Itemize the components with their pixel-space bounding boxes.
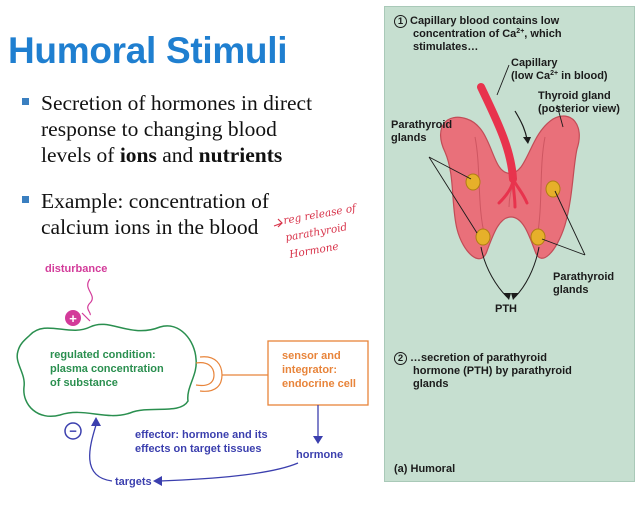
arrow-head-icon <box>511 293 519 300</box>
disturbance-squiggle <box>87 278 93 316</box>
step-number-badge: 1 <box>394 15 407 28</box>
step2-line: hormone (PTH) by parathyroid <box>413 365 572 377</box>
plus-sign-icon: + <box>65 310 81 326</box>
step-number-badge: 2 <box>394 352 407 365</box>
step2-text: 2…secretion of parathyroid hormone (PTH)… <box>394 352 629 390</box>
bullet-marker <box>22 196 29 203</box>
sensor-line-text: endocrine cell <box>282 378 356 390</box>
effector-label-line: effects on target tissues <box>135 443 262 455</box>
bullet-line: levels of ions and nutrients <box>41 142 371 168</box>
feedback-arrow <box>89 424 113 482</box>
sensor-integrator-box <box>267 340 369 406</box>
bullet-text: Example: concentration of calcium ions i… <box>41 188 371 240</box>
sensor-line-text: integrator: <box>282 364 337 376</box>
pointer-lines <box>428 64 586 256</box>
handwritten-note: reg release of parathyroid Hormone <box>273 202 359 261</box>
disturbance-arrow <box>81 312 91 322</box>
svg-text:−: − <box>69 424 77 439</box>
handwritten-line: reg release of <box>282 202 359 227</box>
sensor-connector <box>195 362 215 387</box>
svg-text:+: + <box>69 311 77 326</box>
bullet-item-secretion: Secretion of hormones in direct response… <box>22 90 382 170</box>
bullet-line: response to changing blood <box>41 117 277 141</box>
arrow-head-icon <box>523 137 531 144</box>
disturbance-label: disturbance <box>45 263 107 275</box>
arrow-head-icon <box>503 293 511 300</box>
targets-label: targets <box>115 476 152 488</box>
arrow-head-icon <box>313 436 323 444</box>
pth-label: PTH <box>495 303 517 315</box>
handwritten-arrow-icon <box>273 218 283 228</box>
thyroid-label: Thyroid gland (posterior view) <box>538 90 620 115</box>
step1-line: stimulates… <box>413 40 479 53</box>
regulated-condition-blob <box>16 323 197 418</box>
bullet-line: Example: concentration of <box>41 189 270 213</box>
bullet-text: Secretion of hormones in direct response… <box>41 90 371 168</box>
step2-line: glands <box>413 377 449 390</box>
capillary-label: Capillary (low Ca2+ in blood) <box>511 57 608 82</box>
capillary-vessel <box>477 83 517 183</box>
step1-line: concentration of Ca2+, which <box>413 28 562 40</box>
bullet-line-text: and <box>156 143 199 167</box>
bullet-line: calcium ions in the blood <box>41 215 259 239</box>
bullet-item-example: Example: concentration of calcium ions i… <box>22 188 382 243</box>
capillary-sublabel: (low Ca2+ in blood) <box>511 69 608 82</box>
regulated-condition-line: plasma concentration <box>50 363 164 375</box>
targets-arrow <box>159 462 299 482</box>
step1-line: Capillary blood contains low <box>410 15 560 27</box>
figure-caption: (a) Humoral <box>394 463 456 475</box>
parathyroid-label-right: Parathyroid glands <box>553 271 615 296</box>
blood-flow-arrow <box>514 110 528 140</box>
bold-term-nutrients: nutrients <box>198 143 283 167</box>
step2-line: …secretion of parathyroid <box>410 352 547 364</box>
parathyroid-label-left: Parathyroid glands <box>391 119 453 144</box>
regulated-condition-line: of substance <box>50 377 118 389</box>
regulated-condition-line: regulated condition: <box>50 349 156 361</box>
minus-sign-icon: − <box>64 422 82 440</box>
pth-arrows <box>480 246 540 298</box>
bullet-marker <box>22 98 29 105</box>
feedback-loop-diagram: disturbance + regulated condition: plasm… <box>16 263 369 488</box>
arrow-head-icon <box>153 476 162 486</box>
hormone-label: hormone <box>296 449 343 461</box>
bold-term-ions: ions <box>119 143 157 167</box>
parathyroid-gland-dots <box>465 173 561 246</box>
slide-title: Humoral Stimuli <box>8 30 288 71</box>
arrow-head-icon <box>91 417 101 426</box>
sensor-line-text: sensor and <box>282 350 341 362</box>
bullet-line: Secretion of hormones in direct <box>41 91 313 115</box>
effector-label-line: effector: hormone and its <box>135 429 268 441</box>
bullet-line-text: levels of <box>41 143 120 167</box>
thyroid-illustration <box>428 64 586 300</box>
